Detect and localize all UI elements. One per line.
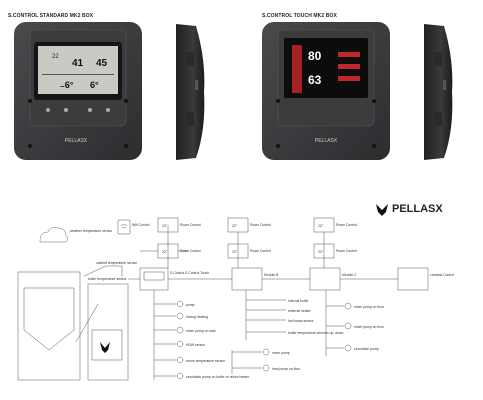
svg-text:Internal boiler: Internal boiler [288,299,309,303]
touch-box-front: 80 63 PELLASX [262,22,390,160]
installation-diagram: PELLASX weather temperature sensor cabin… [17,203,454,381]
lcd-screen [38,46,118,94]
wifi-label: Wifi Control [132,223,150,227]
standard-box-side [176,24,205,160]
module-b-label: Module B [264,273,279,277]
touch-box-title: S.CONTROL TOUCH MK2 BOX [262,13,337,19]
weather-sensor-label: weather temperature sensor [70,229,113,233]
svg-text:₋6°: ₋6° [60,80,74,90]
svg-text:22°: 22° [318,250,324,254]
boiler-wolf-icon [100,342,110,353]
scontrol-label: S.Control S.Control Touch [170,271,209,275]
svg-text:return temperature sensor: return temperature sensor [186,359,226,363]
svg-text:22°: 22° [232,224,238,228]
room-control-label-6: Room Control [336,249,357,253]
cloud-icon [39,227,69,243]
touch-value-a: 80 [308,49,322,63]
svg-text:mixing heating: mixing heating [186,315,208,319]
pellet-hopper [17,271,81,381]
module-c-unit [309,267,341,291]
svg-text:circulation pump: circulation pump [354,347,379,351]
svg-text:buffer temperature sensors up,: buffer temperature sensors up, down [288,331,343,335]
touch-value-b: 63 [308,73,322,87]
boiler-body [87,283,129,381]
boiler-sensor-label: boiler temperature sensor [88,277,128,281]
touch-brand-logo: PELLASX [315,138,338,144]
svg-text:mixer pump on floor: mixer pump on floor [354,325,385,329]
touch-box-side [424,24,453,160]
module-b-unit [231,267,263,291]
svg-text:HDW sensor: HDW sensor [186,343,206,347]
room-control-label-1: Room Control [180,223,201,227]
standard-box-title: S.CONTROL STANDARD MK2 BOX [8,13,94,19]
svg-text:mixer pump: mixer pump [272,351,290,355]
pellasx-wolf-icon [376,204,388,216]
room-control-label-4: Room Control [250,249,271,253]
lambda-unit [397,267,429,291]
room-control-label-5: Room Control [336,223,357,227]
wifi-device-icon [117,219,131,235]
diagram-brand: PELLASX [392,203,443,215]
svg-text:external heater: external heater [288,309,311,313]
product-photos: 22 41 45 ₋6° 6° PELLASX 80 63 [14,22,453,160]
svg-text:fuel loads sensor: fuel loads sensor [288,319,315,323]
cabinet-sensor-label: cabinet temperature sensor [96,261,138,265]
module-c-label: Module C [342,273,357,277]
svg-text:22°: 22° [318,224,324,228]
svg-text:pump: pump [186,303,195,307]
room-control-label-3: Room Control [250,223,271,227]
svg-text:6°: 6° [90,80,99,90]
lambda-label: Lambda Control [430,273,454,277]
lcd-value-b: 41 [72,58,84,69]
svg-text:mixer pump on floor: mixer pump on floor [354,305,385,309]
standard-buttons [46,108,110,112]
room-control-label-2: Room Control [180,249,201,253]
svg-text:22°: 22° [162,224,168,228]
lcd-value-a: 22 [52,54,59,60]
svg-text:circulation pump on boiler re-: circulation pump on boiler re-return hea… [186,375,250,379]
standard-box-front: 22 41 45 ₋6° 6° PELLASX [14,22,142,160]
svg-text:heat pump on floor: heat pump on floor [272,367,301,371]
svg-text:mixer pump on stair: mixer pump on stair [186,329,217,333]
svg-text:22°: 22° [232,250,238,254]
svg-text:22°: 22° [162,250,168,254]
standard-brand-logo: PELLASX [65,138,88,144]
lcd-value-c: 45 [96,58,108,69]
